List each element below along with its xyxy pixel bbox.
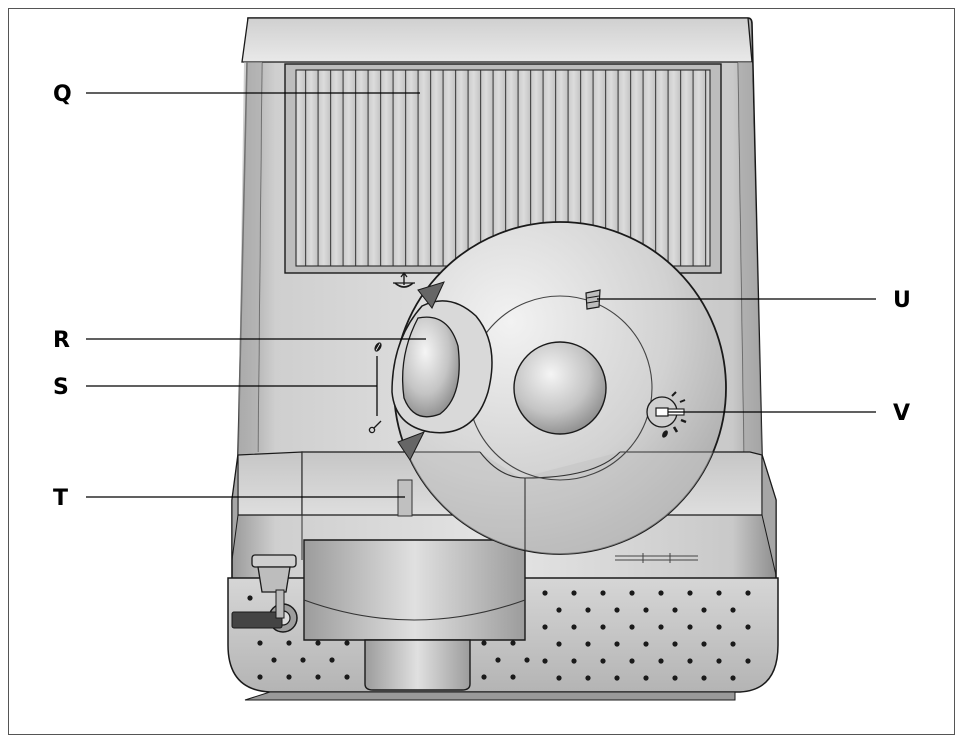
tray-hole — [510, 640, 516, 646]
tray-hole — [344, 674, 350, 680]
tray-hole — [556, 675, 562, 681]
bean-container-lid — [393, 221, 727, 555]
label-u: U — [893, 288, 911, 313]
tray-hole — [600, 658, 606, 664]
steam-nozzle — [231, 554, 298, 633]
tray-hole — [745, 658, 751, 664]
tray-hole — [730, 675, 736, 681]
tray-hole — [571, 624, 577, 630]
tray-hole — [687, 590, 693, 596]
tray-hole — [701, 607, 707, 613]
tray-hole — [556, 607, 562, 613]
tray-hole — [672, 641, 678, 647]
tray-hole — [344, 640, 350, 646]
tray-hole — [629, 590, 635, 596]
tray-hole — [495, 657, 501, 663]
label-s: S — [53, 375, 69, 400]
cup-lift-icon — [393, 271, 415, 288]
tray-hole — [510, 674, 516, 680]
coffee-bean-icon — [374, 342, 382, 352]
pre-ground-funnel — [391, 281, 493, 461]
tray-hole — [730, 607, 736, 613]
tray-hole — [658, 590, 664, 596]
tray-hole — [542, 590, 548, 596]
tray-hole — [716, 658, 722, 664]
tray-hole — [614, 675, 620, 681]
tray-hole — [247, 595, 253, 601]
top-rim — [241, 17, 753, 63]
lid-knob — [513, 341, 607, 435]
tray-hole — [614, 607, 620, 613]
tray-hole — [257, 674, 263, 680]
tray-hole — [629, 658, 635, 664]
tray-hole — [687, 624, 693, 630]
tray-hole — [687, 658, 693, 664]
tray-hole — [315, 640, 321, 646]
tray-hole — [716, 590, 722, 596]
tray-hole — [658, 624, 664, 630]
tray-hole — [672, 675, 678, 681]
tray-hole — [286, 674, 292, 680]
label-q: Q — [53, 82, 72, 107]
tray-hole — [716, 624, 722, 630]
ground-coffee-icon — [585, 289, 601, 310]
tray-hole — [286, 640, 292, 646]
label-v: V — [893, 401, 910, 426]
tray-hole — [701, 675, 707, 681]
tray-hole — [643, 607, 649, 613]
tray-hole — [571, 658, 577, 664]
tray-hole — [730, 641, 736, 647]
tray-hole — [481, 640, 487, 646]
tray-hole — [585, 675, 591, 681]
label-r: R — [53, 328, 70, 353]
tray-hole — [300, 657, 306, 663]
tray-hole — [600, 590, 606, 596]
tray-hole — [271, 657, 277, 663]
tray-hole — [542, 624, 548, 630]
tray-hole — [745, 590, 751, 596]
tray-hole — [643, 641, 649, 647]
tray-hole — [329, 657, 335, 663]
tray-hole — [585, 607, 591, 613]
tray-hole — [745, 624, 751, 630]
leader-lines — [86, 92, 876, 498]
tray-hole — [315, 674, 321, 680]
tray-hole — [643, 675, 649, 681]
tray-hole — [614, 641, 620, 647]
tray-hole — [571, 590, 577, 596]
tray-hole — [542, 658, 548, 664]
diagram-frame — [8, 8, 955, 735]
tray-hole — [658, 658, 664, 664]
tray-hole — [672, 607, 678, 613]
tray-hole — [585, 641, 591, 647]
spoon-icon — [368, 420, 382, 434]
tray-hole — [600, 624, 606, 630]
tray-hole — [481, 674, 487, 680]
callout-labels: Q R S T U V — [53, 82, 911, 511]
coffee-dispenser — [303, 539, 526, 691]
tray-hole — [257, 640, 263, 646]
tray-hole — [556, 641, 562, 647]
tray-hole — [629, 624, 635, 630]
tray-hole — [701, 641, 707, 647]
label-t: T — [53, 486, 68, 511]
tray-hole — [524, 657, 530, 663]
